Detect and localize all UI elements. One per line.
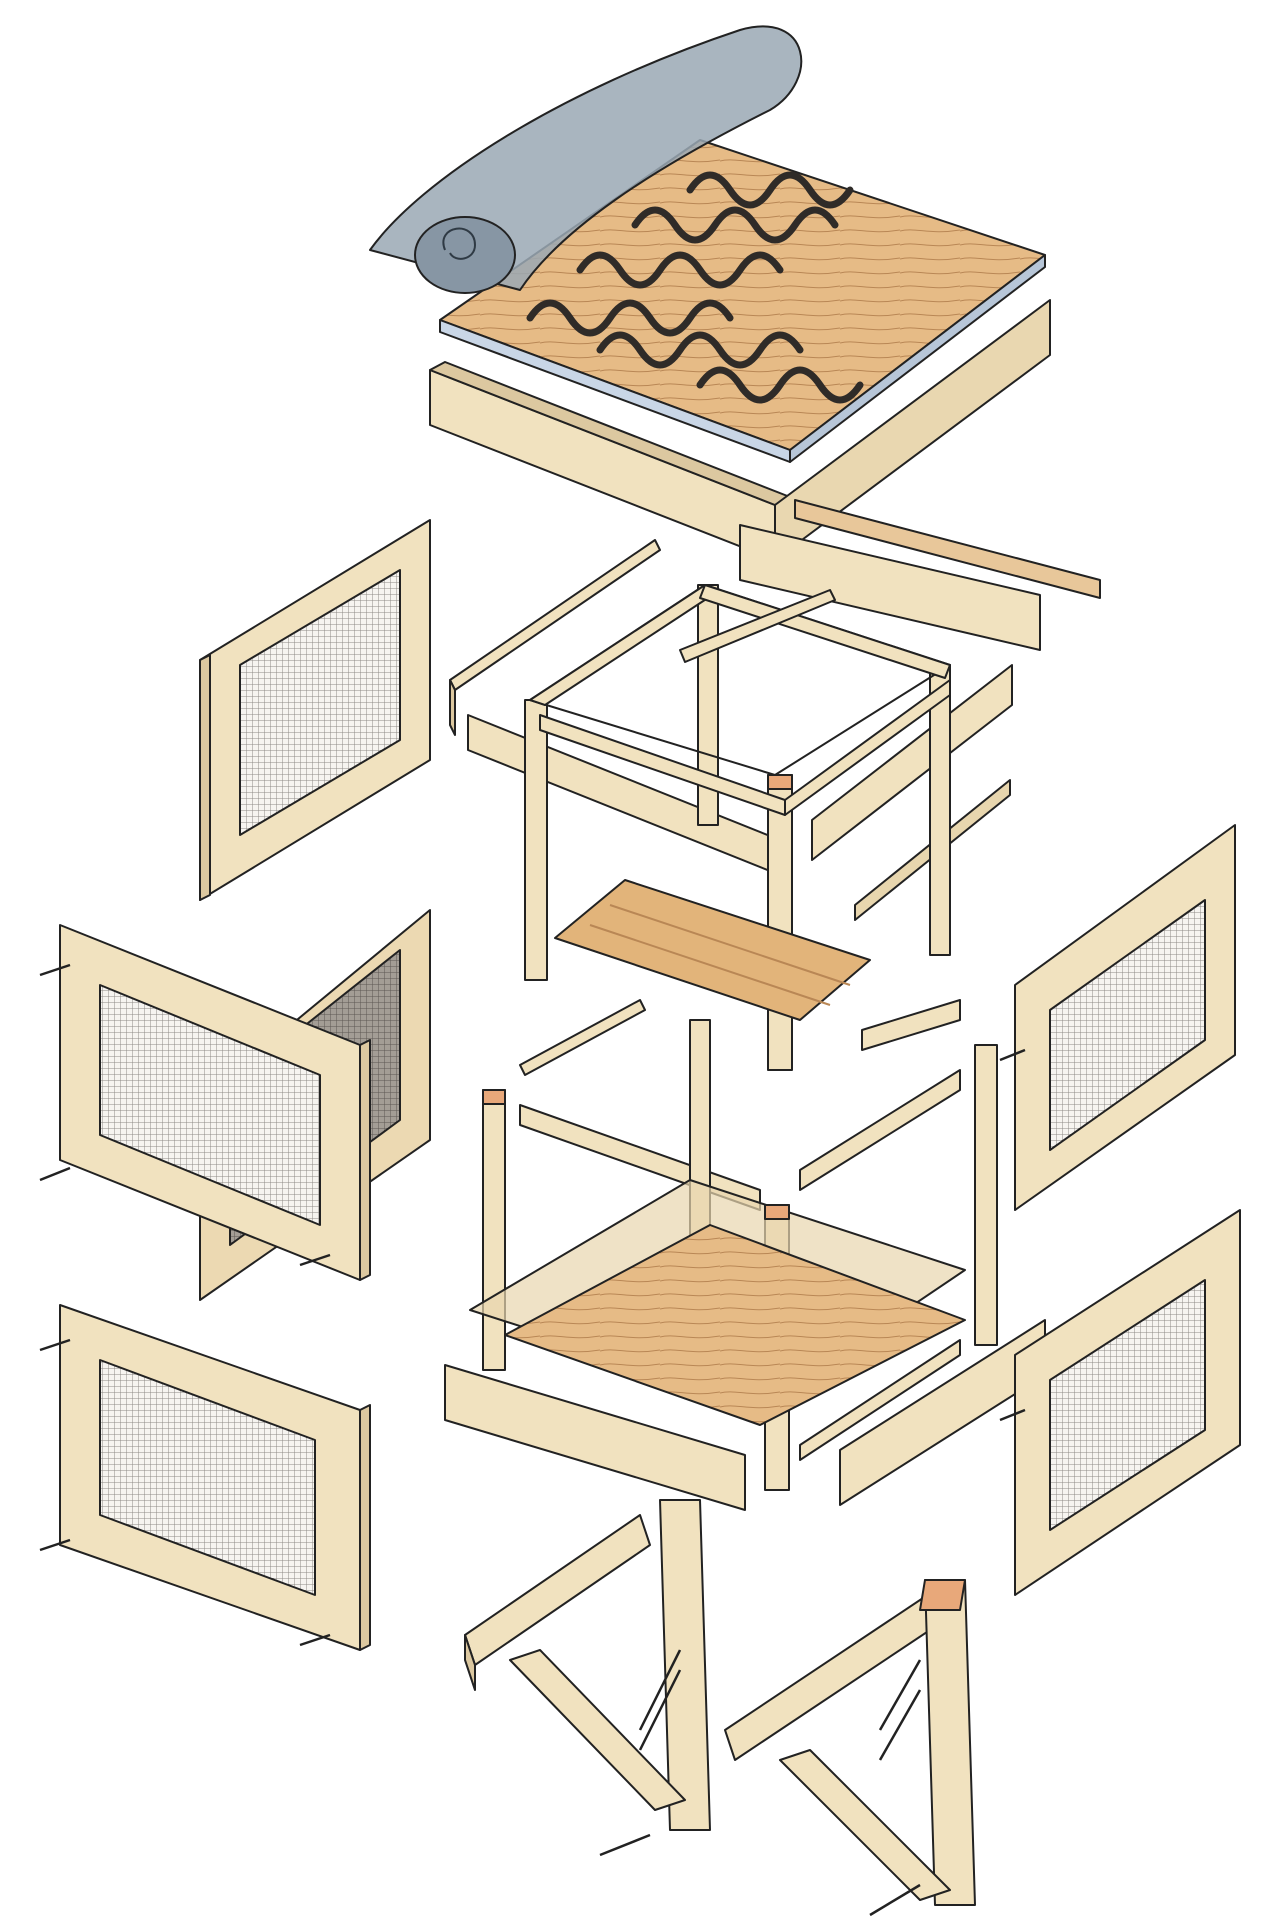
right-screen-panel-lower — [1014, 1209, 1241, 1596]
rear-leg-bracket — [724, 1579, 976, 1906]
screws — [39, 963, 1026, 1917]
roof-springs — [526, 171, 864, 404]
upper-frame-box — [524, 584, 951, 1071]
rolled-roofing-sheet — [369, 25, 803, 294]
right-screen-panel-upper — [1014, 824, 1236, 1211]
left-screen-door-upper — [199, 519, 431, 901]
upper-floor-slats — [554, 879, 871, 1021]
roof-front-apron — [429, 361, 791, 561]
roof-side-board — [739, 499, 1101, 651]
lower-plywood-floor — [504, 1224, 966, 1426]
left-screen-door-middle — [59, 924, 371, 1281]
front-leg-bracket — [464, 1499, 711, 1831]
left-screen-panel-lower — [59, 1304, 371, 1651]
